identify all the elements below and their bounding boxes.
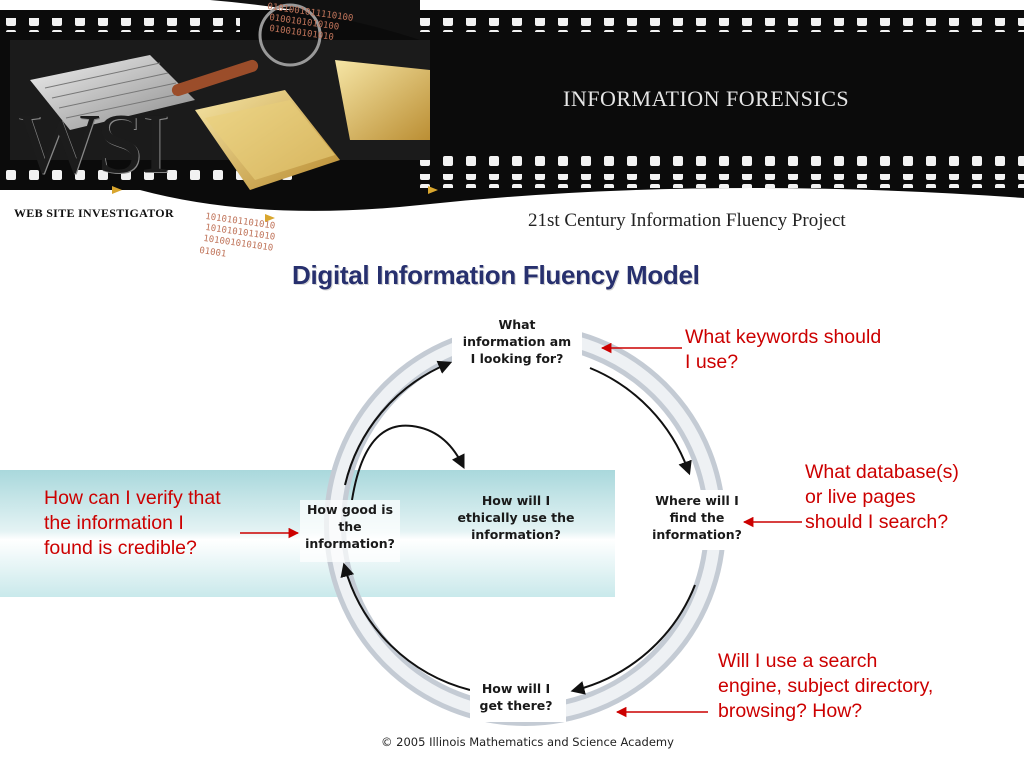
- node-ethically-use: How will I ethically use the information…: [457, 493, 575, 542]
- node-how-good: How good is the information?: [305, 502, 395, 551]
- header-title: INFORMATION FORENSICS: [563, 86, 850, 111]
- arrow-to-ethically-use: [351, 424, 465, 501]
- node-how-get-there: How will I get there?: [479, 681, 553, 713]
- arrow-to-how-good: [340, 562, 471, 691]
- question-verify: How can I verify that the information I …: [44, 487, 221, 559]
- project-name: 21st Century Information Fluency Project: [528, 210, 846, 231]
- question-databases: What database(s) or live pages should I …: [805, 461, 959, 533]
- wsi-logo: WSI: [18, 95, 170, 191]
- copyright: © 2005 Illinois Mathematics and Science …: [381, 735, 674, 749]
- logo-subtitle: WEB SITE INVESTIGATOR: [14, 206, 174, 220]
- arrow-to-what: [344, 360, 453, 486]
- filmstrip-graphic: [0, 0, 1024, 222]
- node-where-find: Where will I find the information?: [652, 493, 742, 542]
- question-search-engine: Will I use a search engine, subject dire…: [718, 650, 934, 722]
- question-keywords: What keywords should I use?: [685, 326, 882, 373]
- model-title: Digital Information Fluency Model: [292, 260, 700, 290]
- header: WSI WEB SITE INVESTIGATOR INFORMATION FO…: [0, 0, 1024, 265]
- arrow-to-where: [589, 367, 692, 476]
- arrow-to-get-there: [570, 584, 696, 695]
- node-what-information: What information am I looking for?: [462, 317, 572, 366]
